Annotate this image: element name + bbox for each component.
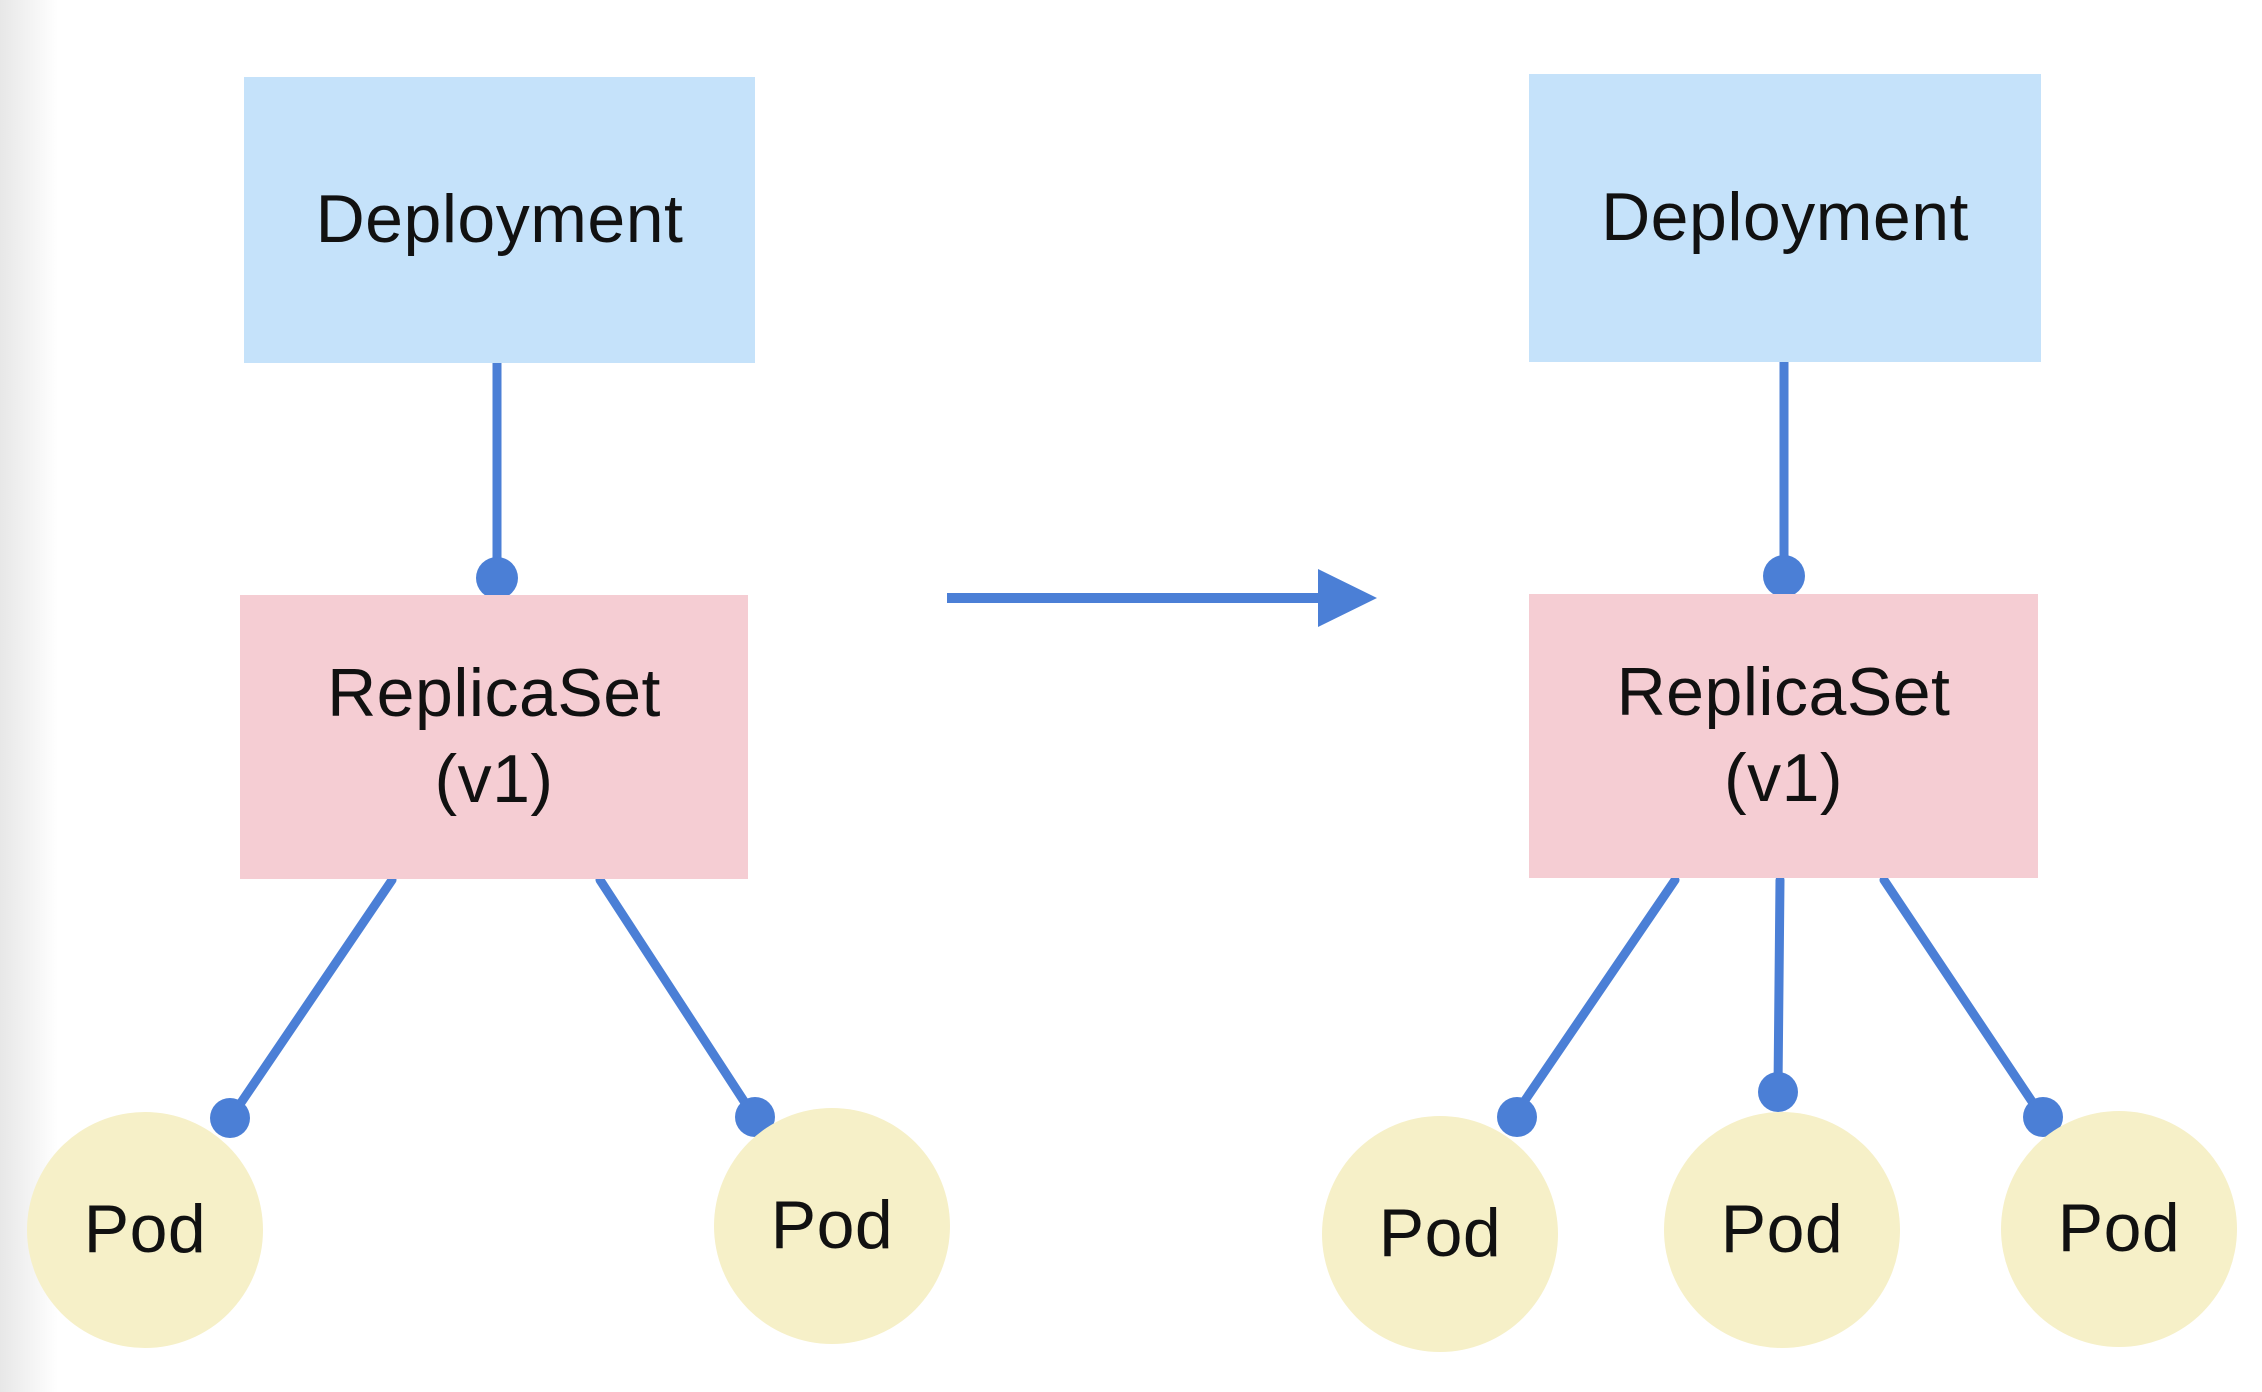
edge-left-replicaset-pod1	[227, 875, 397, 1121]
replicaset-version-label: (v1)	[1723, 740, 1844, 816]
deployment-box-right: Deployment	[1529, 74, 2041, 362]
pod-label: Pod	[770, 1187, 894, 1264]
pod-label: Pod	[1378, 1195, 1502, 1272]
edge-right-replicaset-pod3	[1879, 875, 2046, 1120]
replicaset-label: ReplicaSet	[327, 655, 661, 732]
connector-dot-left-pod1	[210, 1098, 250, 1138]
pod-label: Pod	[1720, 1191, 1844, 1268]
connector-dot-right-replicaset	[1763, 555, 1805, 597]
edge-left-replicaset-pod2	[595, 875, 758, 1120]
replicaset-version-label: (v1)	[434, 741, 554, 817]
replicaset-box-right: ReplicaSet (v1)	[1529, 594, 2038, 878]
connector-dot-right-pod1	[1497, 1097, 1537, 1137]
connector-dot-left-pod2	[735, 1097, 775, 1137]
pod-circle-left-2: Pod	[714, 1108, 950, 1344]
pod-circle-right-1: Pod	[1322, 1116, 1558, 1352]
deployment-label: Deployment	[1601, 179, 1969, 256]
pod-circle-right-2: Pod	[1664, 1112, 1900, 1348]
replicaset-label: ReplicaSet	[1616, 654, 1951, 731]
replicaset-box-left: ReplicaSet (v1)	[240, 595, 748, 879]
connector-dot-right-pod2	[1758, 1072, 1798, 1112]
connector-dot-left-replicaset	[476, 557, 518, 599]
pod-circle-left-1: Pod	[27, 1112, 263, 1348]
scale-arrow-head-icon	[1318, 569, 1377, 627]
pod-circle-right-3: Pod	[2001, 1111, 2237, 1347]
edge-right-replicaset-pod2	[1773, 875, 1785, 1093]
deployment-box-left: Deployment	[244, 77, 755, 363]
edge-right-replicaset-pod1	[1510, 875, 1680, 1120]
pod-label: Pod	[83, 1191, 207, 1268]
pod-label: Pod	[2057, 1190, 2181, 1267]
connector-dot-right-pod3	[2023, 1097, 2063, 1137]
deployment-label: Deployment	[315, 181, 684, 258]
